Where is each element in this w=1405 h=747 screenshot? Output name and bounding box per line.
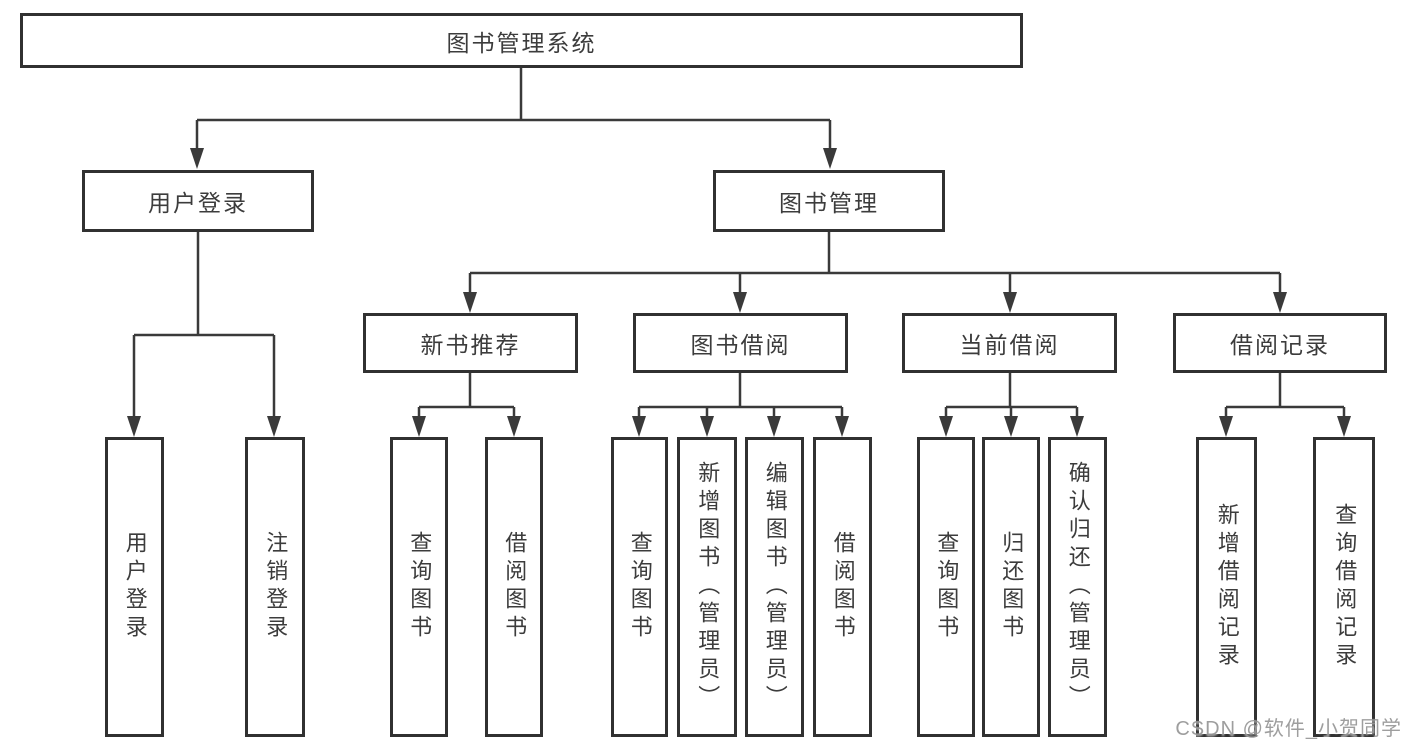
leaf-borrow-books-1-label: 借阅图书 [502, 531, 528, 643]
leaf-query-borrow-record-label: 查询借阅记录 [1332, 503, 1358, 671]
leaf-user-login: 用户登录 [105, 437, 164, 737]
leaf-edit-book-admin: 编辑图书（管理员） [745, 437, 804, 737]
node-borrow-records-label: 借阅记录 [1230, 332, 1330, 358]
edge-current-borrow-to-leaves [944, 373, 1079, 422]
node-book-mgmt-label: 图书管理 [779, 190, 879, 216]
leaf-confirm-return-admin: 确认归还（管理员） [1048, 437, 1107, 737]
leaf-borrow-books-1: 借阅图书 [485, 437, 543, 737]
edge-user-login-to-leaves [132, 232, 276, 422]
node-root: 图书管理系统 [20, 13, 1023, 68]
node-root-label: 图书管理系统 [446, 29, 597, 56]
edge-book-borrow-to-leaves [637, 373, 844, 422]
leaf-query-borrow-record: 查询借阅记录 [1313, 437, 1375, 737]
node-borrow-records: 借阅记录 [1173, 313, 1387, 373]
csdn-watermark: CSDN @软件_小贺同学 [1175, 718, 1402, 740]
node-user-login-label: 用户登录 [148, 190, 248, 216]
leaf-return-book: 归还图书 [982, 437, 1040, 737]
leaf-query-books-2-label: 查询图书 [627, 531, 653, 643]
edge-book-mgmt-to-level3 [468, 232, 1282, 298]
leaf-add-borrow-record: 新增借阅记录 [1196, 437, 1257, 737]
arrowheads [127, 148, 1351, 437]
leaf-return-book-label: 归还图书 [999, 531, 1025, 643]
leaf-user-login-label: 用户登录 [122, 531, 148, 643]
leaf-query-books-3-label: 查询图书 [934, 531, 960, 643]
leaf-borrow-books-2: 借阅图书 [813, 437, 872, 737]
edge-lines [132, 68, 1346, 422]
leaf-logout-label: 注销登录 [263, 531, 289, 643]
edge-borrow-records-to-leaves [1224, 373, 1346, 422]
node-current-borrow: 当前借阅 [902, 313, 1117, 373]
node-book-mgmt: 图书管理 [713, 170, 945, 232]
leaf-query-books-1: 查询图书 [390, 437, 448, 737]
leaf-query-books-2: 查询图书 [611, 437, 668, 737]
node-book-borrow-label: 图书借阅 [690, 332, 791, 358]
node-book-borrow: 图书借阅 [633, 313, 848, 373]
leaf-edit-book-admin-label: 编辑图书（管理员） [762, 461, 788, 713]
node-current-borrow-label: 当前借阅 [959, 332, 1060, 358]
leaf-borrow-books-2-label: 借阅图书 [830, 531, 856, 643]
leaf-confirm-return-admin-label: 确认归还（管理员） [1065, 461, 1091, 713]
leaf-add-borrow-record-label: 新增借阅记录 [1214, 503, 1240, 671]
edge-root-to-level2 [195, 68, 832, 155]
node-new-books-label: 新书推荐 [420, 332, 521, 358]
edge-new-books-to-leaves [417, 373, 516, 422]
leaf-logout: 注销登录 [245, 437, 305, 737]
leaf-add-book-admin-label: 新增图书（管理员） [695, 461, 721, 713]
leaf-add-book-admin: 新增图书（管理员） [677, 437, 737, 737]
leaf-query-books-3: 查询图书 [917, 437, 975, 737]
node-new-books: 新书推荐 [363, 313, 578, 373]
node-user-login: 用户登录 [82, 170, 314, 232]
leaf-query-books-1-label: 查询图书 [407, 531, 433, 643]
